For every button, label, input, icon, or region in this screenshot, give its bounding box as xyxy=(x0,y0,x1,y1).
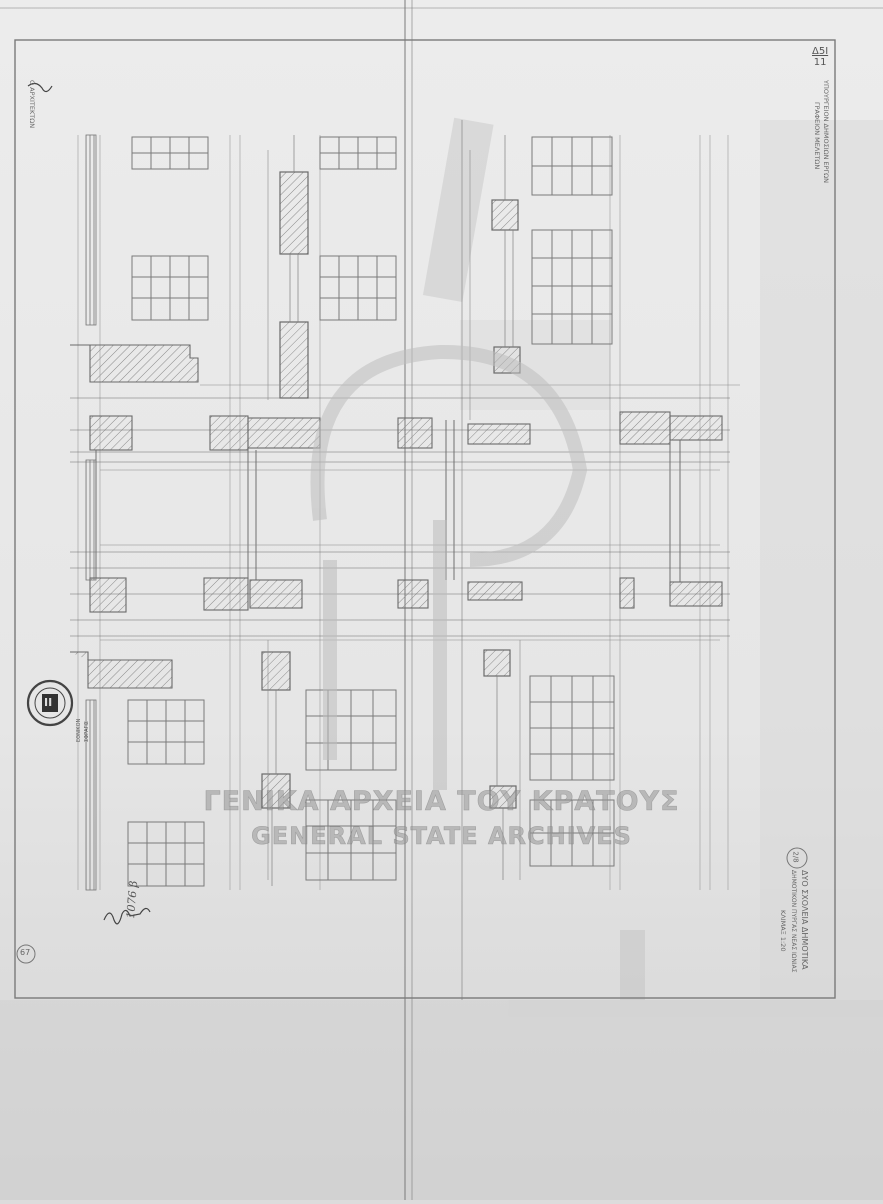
construction-lines xyxy=(77,135,729,890)
title-badge: 2/8 xyxy=(791,851,800,863)
section-walls xyxy=(95,420,681,582)
watermark-greek: ΓΕΝΙΚΑ ΑΡΧΕΙΑ ΤΟΥ ΚΡΑΤΟΥΣ xyxy=(203,786,680,818)
archive-stamp xyxy=(26,679,74,727)
title-block-bottom: ΔΥΟ ΣΧΟΛΕΙΑ ΔΗΜΟΤΙΚΑ ΔΗΜΟΤΙΚΟΝ ΠΥΡΓΑΣ ΝΕ… xyxy=(777,870,810,973)
window xyxy=(131,136,209,170)
title-block-top: ΥΠΟΥΡΓΕΙΟΝ ΔΗΜΟΣΙΩΝ ΕΡΓΩΝ ΓΡΑΦΕΙΟΝ ΜΕΛΕΤ… xyxy=(812,80,830,183)
signature xyxy=(27,82,151,925)
dimension-lines xyxy=(100,150,740,880)
paper-stains xyxy=(0,117,883,1200)
stamp-text-1: ΕΘΝΙΚΟΝ xyxy=(76,718,82,742)
left-margin-note: Ο ΑΡΧΙΤΕΚΤΩΝ xyxy=(28,80,36,129)
structural-columns xyxy=(261,171,521,809)
title-top-line1: ΥΠΟΥΡΓΕΙΟΝ ΔΗΜΟΣΙΩΝ ΕΡΓΩΝ xyxy=(822,80,830,184)
title-badge-circle xyxy=(786,847,808,869)
sheet-code: Δ5Ι 11 xyxy=(812,46,828,68)
sheet-code-bottom: 11 xyxy=(813,57,827,68)
sheet-code-top: Δ5Ι xyxy=(812,46,829,57)
stamp-mark: II xyxy=(44,696,53,709)
floor-section-upper xyxy=(70,344,730,463)
left-wall xyxy=(85,134,97,891)
stamp-text-2: ΣΦΡΑΓΙΣ xyxy=(84,721,90,742)
floor-section-lower xyxy=(70,551,730,689)
title-top-line2: ΓΡΑΦΕΙΟΝ ΜΕΛΕΤΩΝ xyxy=(813,102,821,170)
mullions xyxy=(271,135,514,886)
archive-emblem-watermark xyxy=(310,344,588,790)
title-bottom-line1: ΔΥΟ ΣΧΟΛΕΙΑ ΔΗΜΟΤΙΚΑ xyxy=(800,870,809,970)
bottom-left-number: 67 xyxy=(20,948,31,957)
title-bottom-line2: ΔΗΜΟΤΙΚΟΝ ΠΥΡΓΑΣ ΝΕΑΣ ΙΩΝΙΑΣ xyxy=(790,870,797,973)
title-bottom-line3: ΚΛΙΜΑΞ 1:20 xyxy=(779,910,787,952)
sheet-number-circle xyxy=(16,944,36,964)
window-elevations xyxy=(127,136,615,887)
watermark-english: GENERAL STATE ARCHIVES xyxy=(251,822,632,851)
